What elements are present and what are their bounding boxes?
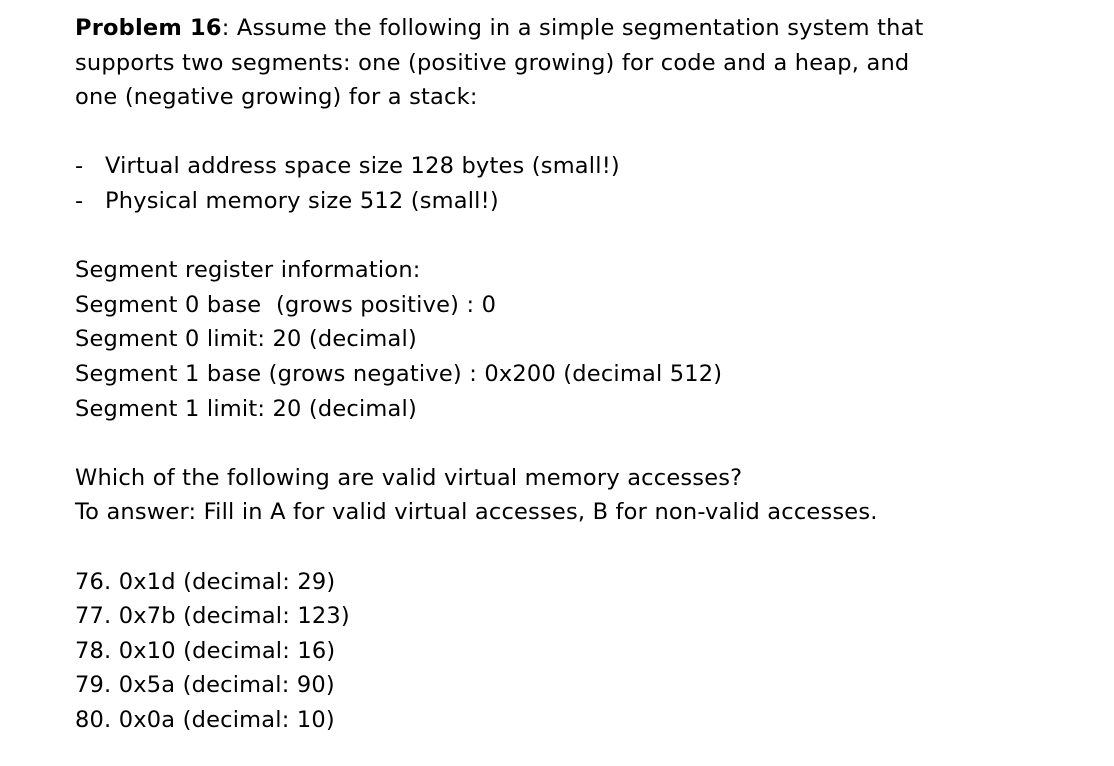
access-item-hex: 0x0a [118, 706, 176, 733]
question-instruction-line: To answer: Fill in A for valid virtual a… [75, 499, 878, 526]
access-item-decimal: (decimal: 16) [183, 637, 336, 664]
assumption-item: -Physical memory size 512 (small!) [75, 184, 1094, 219]
problem-title-line: Problem 16: Assume the following in a si… [75, 11, 1094, 46]
access-item-number: 80. [75, 706, 112, 733]
spacer [75, 219, 1094, 254]
access-item-decimal: (decimal: 90) [182, 672, 335, 699]
segment-register-line: Segment 0 base (grows positive) : 0 [75, 291, 497, 318]
access-item-number: 78. [75, 637, 112, 664]
access-item-hex: 0x1d [118, 568, 176, 595]
access-item-decimal: (decimal: 29) [183, 568, 336, 595]
access-item-hex: 0x10 [118, 637, 176, 664]
access-item: 80. 0x0a (decimal: 10) [75, 703, 1094, 738]
assumption-text: Physical memory size 512 (small!) [105, 187, 499, 214]
segment-register-heading: Segment register information: [75, 257, 421, 284]
access-item-number: 79. [75, 672, 112, 699]
access-item-number: 76. [75, 568, 112, 595]
problem-number-label: Problem 16 [75, 15, 222, 41]
assumption-text: Virtual address space size 128 bytes (sm… [105, 153, 620, 180]
access-item-decimal: (decimal: 10) [182, 706, 335, 733]
bullet-dash: - [75, 153, 84, 180]
access-item: 79. 0x5a (decimal: 90) [75, 668, 1094, 703]
segment-register-line: Segment 1 base (grows negative) : 0x200 … [75, 360, 723, 387]
intro-line: one (negative growing) for a stack: [75, 84, 478, 111]
access-item: 77. 0x7b (decimal: 123) [75, 599, 1094, 634]
segment-register-line: Segment 0 limit: 20 (decimal) [75, 326, 417, 353]
access-item: 76. 0x1d (decimal: 29) [75, 565, 1094, 600]
intro-line: supports two segments: one (positive gro… [75, 49, 910, 76]
problem-statement: Problem 16: Assume the following in a si… [75, 11, 1094, 738]
segment-register-line: Segment 1 limit: 20 (decimal) [75, 395, 417, 422]
spacer [75, 426, 1094, 461]
access-item-decimal: (decimal: 123) [183, 603, 350, 630]
assumption-item: -Virtual address space size 128 bytes (s… [75, 149, 1094, 184]
problem-title-text: : Assume the following in a simple segme… [221, 15, 924, 41]
access-item-hex: 0x5a [118, 672, 176, 699]
bullet-dash: - [75, 187, 84, 214]
question-line: Which of the following are valid virtual… [75, 464, 743, 491]
access-item-hex: 0x7b [118, 603, 176, 630]
access-item-number: 77. [75, 603, 112, 630]
spacer [75, 115, 1094, 150]
access-item: 78. 0x10 (decimal: 16) [75, 634, 1094, 669]
spacer [75, 530, 1094, 565]
